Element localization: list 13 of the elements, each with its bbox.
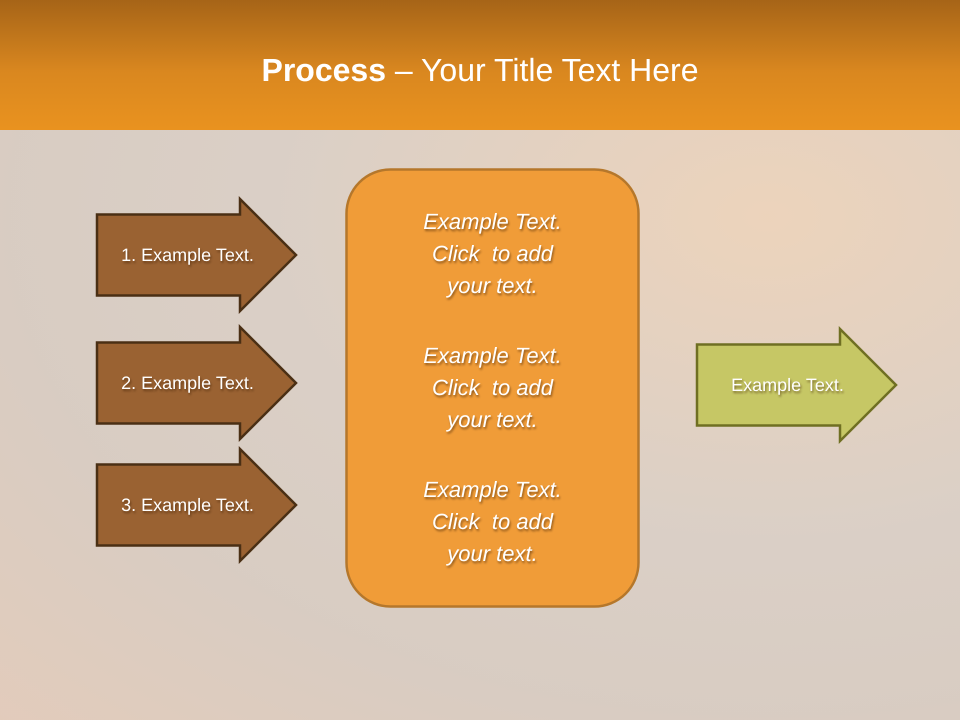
panel-text: Example Text. Click to add your text. (422, 342, 563, 434)
arrow-label: 1. Example Text. (121, 244, 254, 266)
panel-text: Example Text. Click to add your text. (422, 476, 563, 568)
rounded-panel (345, 168, 640, 608)
arrow-label: 3. Example Text. (121, 494, 254, 516)
arrow-label: 2. Example Text. (121, 372, 254, 394)
panel-text: Example Text. Click to add your text. (422, 208, 563, 300)
slide-title: Process – Your Title Text Here (261, 52, 698, 89)
arrow-shape (696, 328, 897, 442)
arrow-shape (96, 198, 297, 312)
arrow-shape (96, 326, 297, 440)
arrow-label: Example Text. (731, 374, 844, 396)
arrow-shape (96, 448, 297, 562)
